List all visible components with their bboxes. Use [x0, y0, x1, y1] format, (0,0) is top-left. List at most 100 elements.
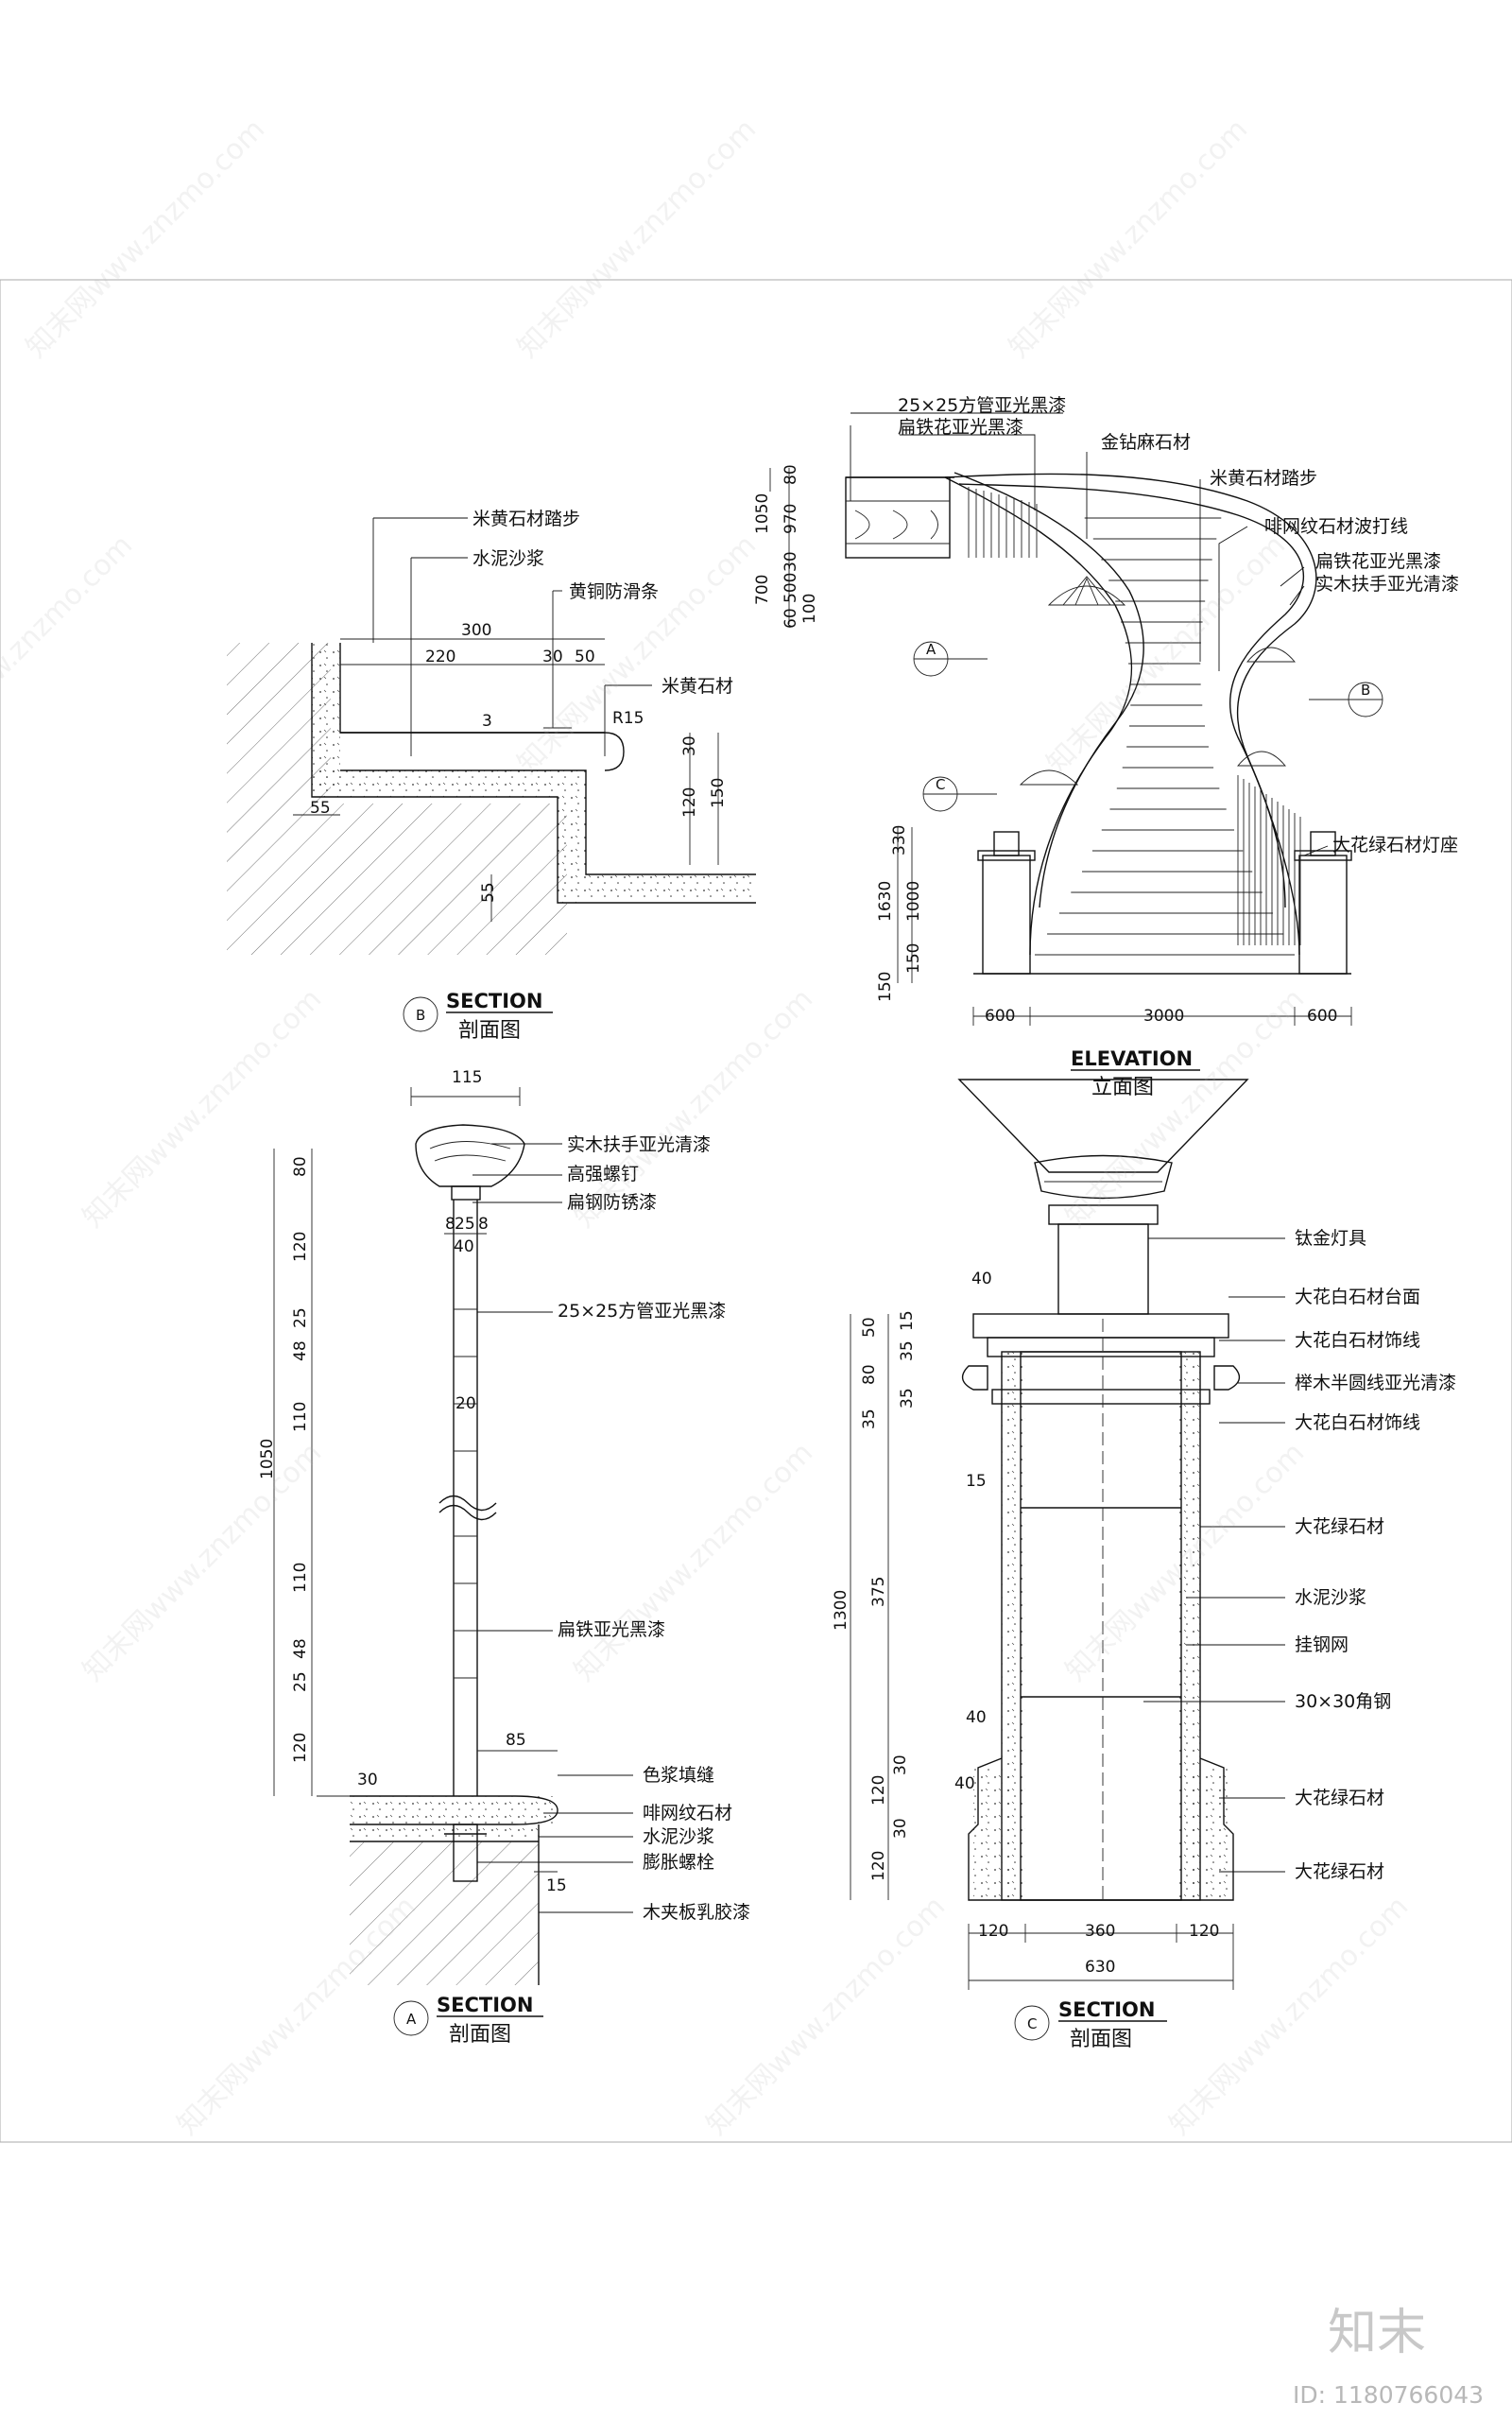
section-b-dim-150: 150: [709, 778, 728, 808]
watermark-text: 知末网www.znzmo.com: [568, 1436, 819, 1687]
section-b-dim-55b: 55: [479, 882, 498, 903]
section-c-label-7: 水泥沙浆: [1295, 1587, 1366, 1608]
section-a-dim-25b: 25: [291, 1671, 310, 1692]
section-a-dim-8a: 8: [445, 1215, 455, 1234]
section-b-dim-30b: 30: [680, 735, 699, 756]
elev-dim-30: 30: [782, 551, 800, 572]
section-a-label-9: 膨胀螺栓: [643, 1852, 714, 1873]
elevation-title-en: ELEVATION: [1071, 1047, 1193, 1070]
watermark-logo: 知末: [1328, 2305, 1426, 2361]
section-b-dim-r15: R15: [612, 709, 644, 728]
section-b-title: B SECTION 剖面图: [403, 990, 553, 1043]
elev-dim-970: 970: [782, 504, 800, 534]
watermark-text: 知末网www.znzmo.com: [77, 982, 328, 1234]
elev-label-4: 米黄石材踏步: [1210, 468, 1317, 489]
section-c-dim-30a: 30: [891, 1754, 910, 1775]
section-c-dim-15b: 15: [966, 1472, 987, 1491]
elev-label-7: 实木扶手亚光清漆: [1315, 574, 1459, 595]
elev-dim-150b: 150: [876, 972, 895, 1002]
elev-dim-1000: 1000: [904, 881, 923, 922]
section-b-dim-300: 300: [461, 621, 491, 640]
watermark-text: 知末网www.znzmo.com: [511, 112, 763, 364]
section-c-dim-120a: 120: [869, 1775, 888, 1806]
section-c-tag: C: [1027, 2015, 1037, 2032]
section-b-dim-55a: 55: [310, 799, 331, 818]
section-b-label-2: 水泥沙浆: [472, 548, 544, 569]
section-c-label-2: 大花白石材台面: [1295, 1287, 1420, 1307]
section-c-dim-1300: 1300: [832, 1590, 850, 1631]
section-c-dim-360: 360: [1085, 1922, 1115, 1941]
section-c-dim-50: 50: [860, 1317, 879, 1338]
section-a-dim-20: 20: [455, 1394, 476, 1413]
elev-dim-1050: 1050: [753, 493, 772, 534]
section-b-label-3: 黄铜防滑条: [569, 581, 659, 602]
section-a-drawing: [273, 1087, 633, 1985]
section-b-tag-circle: [403, 996, 438, 1032]
section-c-dim-35b: 35: [898, 1388, 917, 1409]
section-b-dim-220: 220: [425, 648, 455, 666]
watermark-text: 知末网www.znzmo.com: [1059, 982, 1311, 1234]
section-b-tag: B: [416, 1007, 425, 1024]
elev-label-1: 25×25方管亚光黑漆: [898, 395, 1066, 416]
elev-tag-a: A: [926, 641, 936, 658]
section-c-dim-120d: 120: [1189, 1922, 1219, 1941]
section-a-dim-15: 15: [546, 1876, 567, 1895]
elev-dim-1630: 1630: [876, 881, 895, 922]
section-a-label-4: 25×25方管亚光黑漆: [558, 1301, 726, 1322]
sheet-frame: [0, 279, 1512, 2143]
section-c-dim-35a: 35: [898, 1340, 917, 1361]
section-c-label-5: 大花白石材饰线: [1295, 1412, 1420, 1433]
section-c-dim-120b: 120: [869, 1851, 888, 1881]
elev-tag-c: C: [936, 776, 945, 793]
elev-label-3: 金钻麻石材: [1101, 432, 1191, 453]
section-c-dim-120c: 120: [978, 1922, 1008, 1941]
section-a-label-1: 实木扶手亚光清漆: [567, 1134, 711, 1155]
section-a-dim-40: 40: [454, 1237, 474, 1256]
section-c-label-9: 30×30角钢: [1295, 1691, 1391, 1712]
section-c-tag-circle: [1014, 2005, 1050, 2041]
section-b-label-4: 米黄石材: [662, 676, 733, 697]
elev-dim-60: 60: [782, 608, 800, 629]
elev-dim-80: 80: [782, 464, 800, 485]
elev-dim-150a: 150: [904, 943, 923, 974]
section-c-label-6: 大花绿石材: [1295, 1516, 1384, 1537]
elev-tag-b: B: [1361, 682, 1370, 699]
section-a-dim-85: 85: [506, 1731, 526, 1750]
section-a-tag-circle: [393, 2000, 429, 2036]
section-a-label-8: 水泥沙浆: [643, 1826, 714, 1847]
section-c-label-1: 钛金灯具: [1295, 1228, 1366, 1249]
section-a-label-5: 扁铁亚光黑漆: [558, 1619, 665, 1640]
watermark-text: 知末网www.znzmo.com: [568, 982, 819, 1234]
section-c-title-en: SECTION: [1058, 1998, 1155, 2021]
elev-label-6: 扁铁花亚光黑漆: [1315, 551, 1441, 572]
section-b-dim-3: 3: [482, 712, 492, 731]
section-c-dim-80: 80: [860, 1364, 879, 1385]
section-a-dim-25c: 25: [455, 1215, 475, 1234]
elev-dim-600b: 600: [1307, 1007, 1337, 1026]
elev-label-5: 啡网纹石材波打线: [1264, 516, 1408, 537]
watermark-id: ID: 1180766043: [1293, 2381, 1484, 2409]
section-a-label-3: 扁钢防锈漆: [567, 1192, 657, 1213]
section-a-label-7: 啡网纹石材: [643, 1803, 732, 1824]
section-a-dim-120b: 120: [291, 1733, 310, 1763]
section-a-label-10: 木夹板乳胶漆: [643, 1902, 750, 1923]
section-c-title-cn: 剖面图: [1070, 2028, 1132, 2051]
watermark-text: 知末网www.znzmo.com: [171, 1890, 422, 2141]
elev-dim-600a: 600: [985, 1007, 1015, 1026]
section-a-label-6: 色浆填缝: [643, 1765, 714, 1786]
section-b-label-1: 米黄石材踏步: [472, 509, 580, 529]
section-c-label-4: 榉木半圆线亚光清漆: [1295, 1373, 1456, 1393]
section-c-dim-35c: 35: [860, 1409, 879, 1429]
section-a-title: A SECTION 剖面图: [393, 1994, 543, 2047]
section-c-label-10: 大花绿石材: [1295, 1788, 1384, 1808]
elev-dim-700: 700: [753, 575, 772, 605]
section-c-dim-40b: 40: [966, 1708, 987, 1727]
section-a-dim-1050: 1050: [258, 1439, 277, 1479]
section-b-dim-50: 50: [575, 648, 595, 666]
section-a-label-2: 高强螺钉: [567, 1164, 639, 1184]
elevation-drawing: [769, 412, 1383, 1026]
section-a-dim-30: 30: [357, 1771, 378, 1789]
section-b-title-en: SECTION: [446, 990, 542, 1012]
section-c-label-11: 大花绿石材: [1295, 1861, 1384, 1882]
